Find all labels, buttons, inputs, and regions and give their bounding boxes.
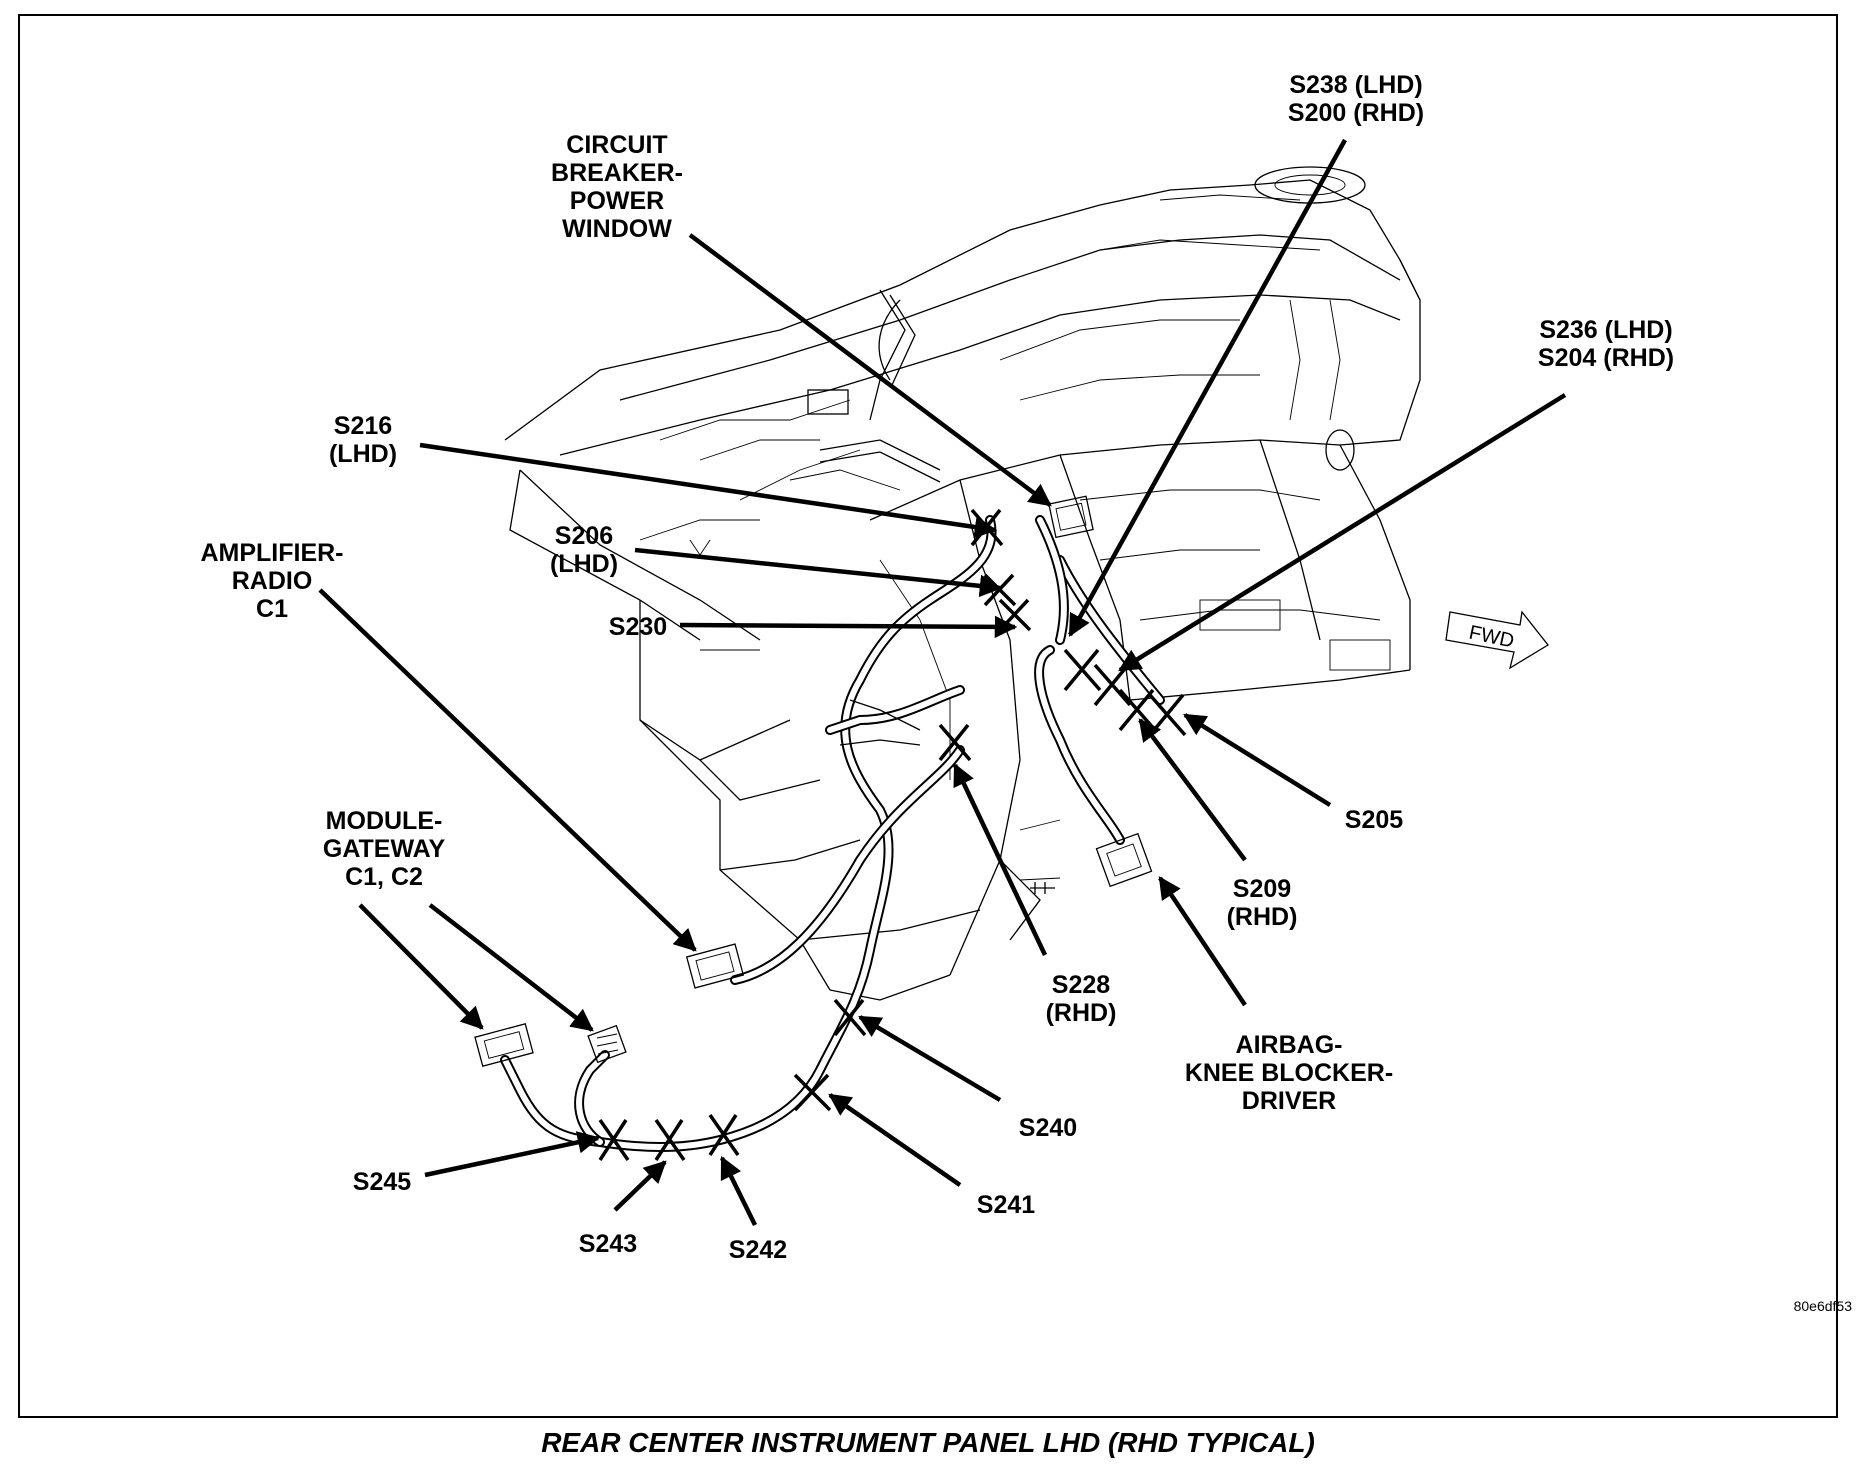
- label-s206-lhd: (LHD): [550, 550, 618, 578]
- label-s209-rhd: (RHD): [1227, 903, 1298, 931]
- label-circuit-breaker-4: WINDOW: [562, 215, 672, 243]
- fwd-arrow-label: FWD: [1467, 622, 1516, 653]
- label-s241: S241: [977, 1191, 1035, 1219]
- leader-lines: [318, 138, 1567, 1226]
- label-module-gateway-2: GATEWAY: [323, 835, 446, 863]
- label-circuit-breaker-2: BREAKER-: [551, 159, 683, 187]
- connector-airbag-knee-blocker: [1095, 832, 1153, 888]
- label-s228: S228: [1052, 971, 1110, 999]
- label-s236-lhd: S236 (LHD): [1539, 316, 1672, 344]
- label-s204-rhd: S204 (RHD): [1538, 344, 1674, 372]
- connector-amplifier-radio-c1: [685, 943, 745, 989]
- label-circuit-breaker-3: POWER: [570, 187, 664, 215]
- label-s238-lhd: S238 (LHD): [1289, 71, 1422, 99]
- figure-code: 80e6df53: [1794, 1298, 1853, 1314]
- wiring-harness: [474, 299, 1187, 1162]
- label-airbag-1: AIRBAG-: [1236, 1031, 1343, 1059]
- label-airbag-3: DRIVER: [1242, 1087, 1336, 1115]
- label-circuit-breaker-1: CIRCUIT: [566, 131, 667, 159]
- label-s205: S205: [1345, 806, 1403, 834]
- label-s206: S206: [555, 522, 613, 550]
- instrument-panel-structure: FWD: [504, 166, 1549, 1001]
- connector-circuit-breaker: [1048, 495, 1094, 539]
- label-s216: S216: [334, 412, 392, 440]
- label-amplifier-1: AMPLIFIER-: [200, 539, 343, 567]
- label-airbag-2: KNEE BLOCKER-: [1185, 1059, 1393, 1087]
- label-module-gateway-3: C1, C2: [345, 863, 423, 891]
- label-s216-lhd: (LHD): [329, 440, 397, 468]
- label-s228-rhd: (RHD): [1046, 999, 1117, 1027]
- label-s230: S230: [609, 613, 667, 641]
- connector-module-gateway-c2: [587, 1024, 627, 1064]
- label-s240: S240: [1019, 1114, 1077, 1142]
- label-s209: S209: [1233, 875, 1291, 903]
- label-amplifier-3: C1: [256, 595, 288, 623]
- label-s200-rhd: S200 (RHD): [1288, 99, 1424, 127]
- label-module-gateway-1: MODULE-: [326, 807, 443, 835]
- label-s242: S242: [729, 1236, 787, 1264]
- splice-marks: [598, 508, 1187, 1162]
- label-amplifier-2: RADIO: [232, 567, 313, 595]
- diagram-frame: [18, 14, 1838, 1418]
- label-s243: S243: [579, 1230, 637, 1258]
- diagram-caption: REAR CENTER INSTRUMENT PANEL LHD (RHD TY…: [541, 1427, 1315, 1458]
- label-s245: S245: [353, 1168, 411, 1196]
- callout-labels: S238 (LHD) S200 (RHD) CIRCUIT BREAKER- P…: [200, 71, 1852, 1314]
- connector-module-gateway-c1: [474, 1022, 534, 1068]
